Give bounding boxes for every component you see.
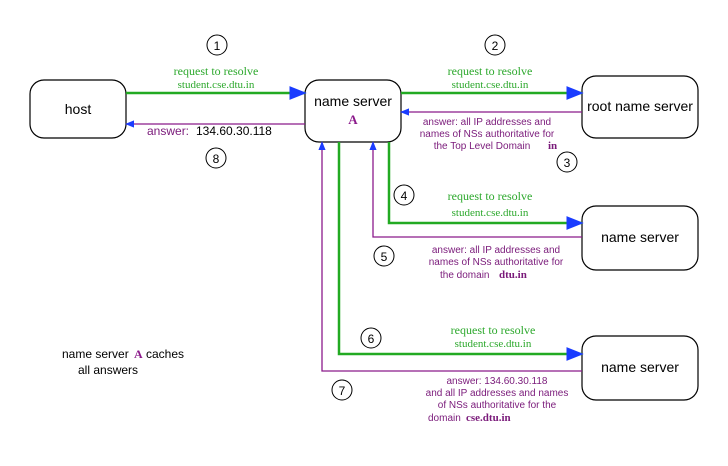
ans3-domain: in bbox=[548, 140, 557, 152]
step-2-number: 2 bbox=[492, 39, 499, 53]
name-server-a-label: name server bbox=[314, 93, 392, 109]
step-7: 7 bbox=[331, 379, 353, 401]
ans7-line3: of NSs authoritative for the bbox=[438, 400, 557, 411]
auth-name-server-label: name server bbox=[601, 359, 679, 375]
req2-line1: request to resolve bbox=[448, 64, 533, 78]
name-server-a-sub: A bbox=[348, 112, 358, 127]
req1-line1: request to resolve bbox=[174, 64, 259, 78]
tld-name-server-label: name server bbox=[601, 229, 679, 245]
step-1-circle bbox=[206, 34, 228, 56]
caches-line1-suffix: caches bbox=[146, 347, 184, 361]
step-4: 4 bbox=[393, 184, 415, 206]
step-1: 1 bbox=[206, 34, 228, 56]
arrow-answer-7 bbox=[318, 141, 582, 372]
step-6-circle bbox=[360, 327, 382, 349]
step-3-circle bbox=[556, 151, 578, 173]
auth-name-server-box bbox=[581, 335, 699, 401]
req4-line1: request to resolve bbox=[448, 189, 533, 203]
ans5-line1: answer: all IP addresses and bbox=[432, 245, 560, 256]
req1-line2: student.cse.dtu.in bbox=[178, 79, 255, 91]
arrow-request-6 bbox=[337, 142, 584, 361]
step-7-circle bbox=[331, 379, 353, 401]
step-6: 6 bbox=[360, 327, 382, 349]
ans7-line4: domain bbox=[428, 413, 461, 424]
step-6-number: 6 bbox=[368, 332, 375, 346]
caches-line1-prefix: name server bbox=[62, 347, 129, 361]
root-name-server-label: root name server bbox=[587, 98, 693, 114]
step-3-number: 3 bbox=[564, 156, 571, 170]
ans3-line1: answer: all IP addresses and bbox=[423, 117, 551, 128]
req4-line2: student.cse.dtu.in bbox=[452, 207, 529, 219]
auth-name-server-node: name server bbox=[581, 335, 699, 401]
ans5-line2: names of NSs authoritative for bbox=[429, 257, 564, 268]
step-5-number: 5 bbox=[381, 250, 388, 264]
arrow-request-4 bbox=[387, 142, 584, 230]
req6-line2: student.cse.dtu.in bbox=[455, 338, 532, 350]
step-2-circle bbox=[484, 34, 506, 56]
step-8: 8 bbox=[205, 147, 227, 169]
ans8-value: 134.60.30.118 bbox=[196, 124, 272, 138]
step-8-number: 8 bbox=[213, 152, 220, 166]
step-4-circle bbox=[393, 184, 415, 206]
name-server-a-box bbox=[304, 79, 402, 143]
root-name-server-node: root name server bbox=[581, 75, 699, 139]
ans8-prefix: answer: bbox=[147, 124, 189, 138]
step-1-number: 1 bbox=[214, 39, 221, 53]
ans7-line2: and all IP addresses and names bbox=[426, 388, 569, 399]
caches-line2: all answers bbox=[78, 363, 138, 377]
step-5: 5 bbox=[373, 245, 395, 267]
name-server-a-node: name server A bbox=[304, 79, 402, 143]
host-node: host bbox=[29, 79, 127, 139]
req6-line1: request to resolve bbox=[451, 323, 536, 337]
step-5-circle bbox=[373, 245, 395, 267]
step-4-number: 4 bbox=[401, 189, 408, 203]
caches-line1-a: A bbox=[134, 347, 143, 361]
caches-note: name server A caches all answers bbox=[62, 347, 184, 377]
tld-name-server-box bbox=[581, 205, 699, 271]
step-3: 3 bbox=[556, 151, 578, 173]
ans3-line3: the Top Level Domain bbox=[434, 141, 531, 152]
ans5-line3: the domain bbox=[440, 270, 489, 281]
tld-name-server-node: name server bbox=[581, 205, 699, 271]
step-2: 2 bbox=[484, 34, 506, 56]
root-name-server-box bbox=[581, 75, 699, 139]
step-8-circle bbox=[205, 147, 227, 169]
step-7-number: 7 bbox=[339, 384, 346, 398]
ans3-line2: names of NSs authoritative for bbox=[420, 129, 555, 140]
ans7-line1: answer: 134.60.30.118 bbox=[446, 376, 547, 387]
ans5-domain: dtu.in bbox=[499, 269, 527, 281]
req2-line2: student.cse.dtu.in bbox=[452, 79, 529, 91]
ans7-domain: cse.dtu.in bbox=[466, 412, 511, 424]
host-label: host bbox=[65, 101, 92, 117]
arrow-answer-5 bbox=[369, 141, 582, 238]
host-box bbox=[29, 79, 127, 139]
